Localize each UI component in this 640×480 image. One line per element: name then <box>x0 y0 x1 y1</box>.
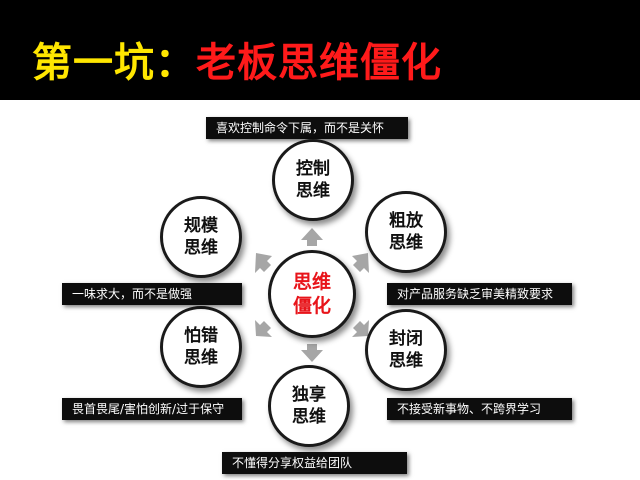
note-control-text: 喜欢控制命令下属，而不是关怀 <box>216 121 385 135</box>
node-control: 控制思维 <box>272 139 354 221</box>
node-exclusive-label: 独享思维 <box>292 385 326 427</box>
node-closed: 封闭思维 <box>365 309 447 391</box>
node-exclusive: 独享思维 <box>268 365 350 447</box>
note-closed-text: 不接受新事物、不跨界学习 <box>397 402 542 416</box>
node-closed-label: 封闭思维 <box>389 329 423 371</box>
node-rough: 粗放思维 <box>365 191 447 273</box>
note-scale: 一味求大，而不是做强 <box>62 283 242 305</box>
note-closed: 不接受新事物、不跨界学习 <box>387 398 572 420</box>
node-fear-label: 怕错思维 <box>184 326 218 368</box>
node-control-label: 控制思维 <box>296 159 330 201</box>
note-rough-text: 对产品服务缺乏审美精致要求 <box>397 287 554 301</box>
note-fear: 畏首畏尾/害怕创新/过于保守 <box>62 398 242 420</box>
title-main: 老板思维僵化 <box>196 40 442 86</box>
note-exclusive: 不懂得分享权益给团队 <box>222 452 407 474</box>
note-scale-text: 一味求大，而不是做强 <box>72 287 193 301</box>
page-title: 第一坑：老板思维僵化 <box>32 30 442 88</box>
note-fear-text: 畏首畏尾/害怕创新/过于保守 <box>72 402 225 416</box>
node-scale: 规模思维 <box>160 196 242 278</box>
title-prefix: 第一坑： <box>32 40 196 86</box>
center-node: 思维僵化 <box>268 250 356 338</box>
node-rough-label: 粗放思维 <box>389 211 423 253</box>
note-rough: 对产品服务缺乏审美精致要求 <box>387 283 572 305</box>
node-scale-label: 规模思维 <box>184 216 218 258</box>
node-fear: 怕错思维 <box>160 306 242 388</box>
header-bar: 第一坑：老板思维僵化 <box>0 0 640 100</box>
note-exclusive-text: 不懂得分享权益给团队 <box>232 456 353 470</box>
note-control: 喜欢控制命令下属，而不是关怀 <box>206 117 408 139</box>
center-label: 思维僵化 <box>292 271 331 317</box>
